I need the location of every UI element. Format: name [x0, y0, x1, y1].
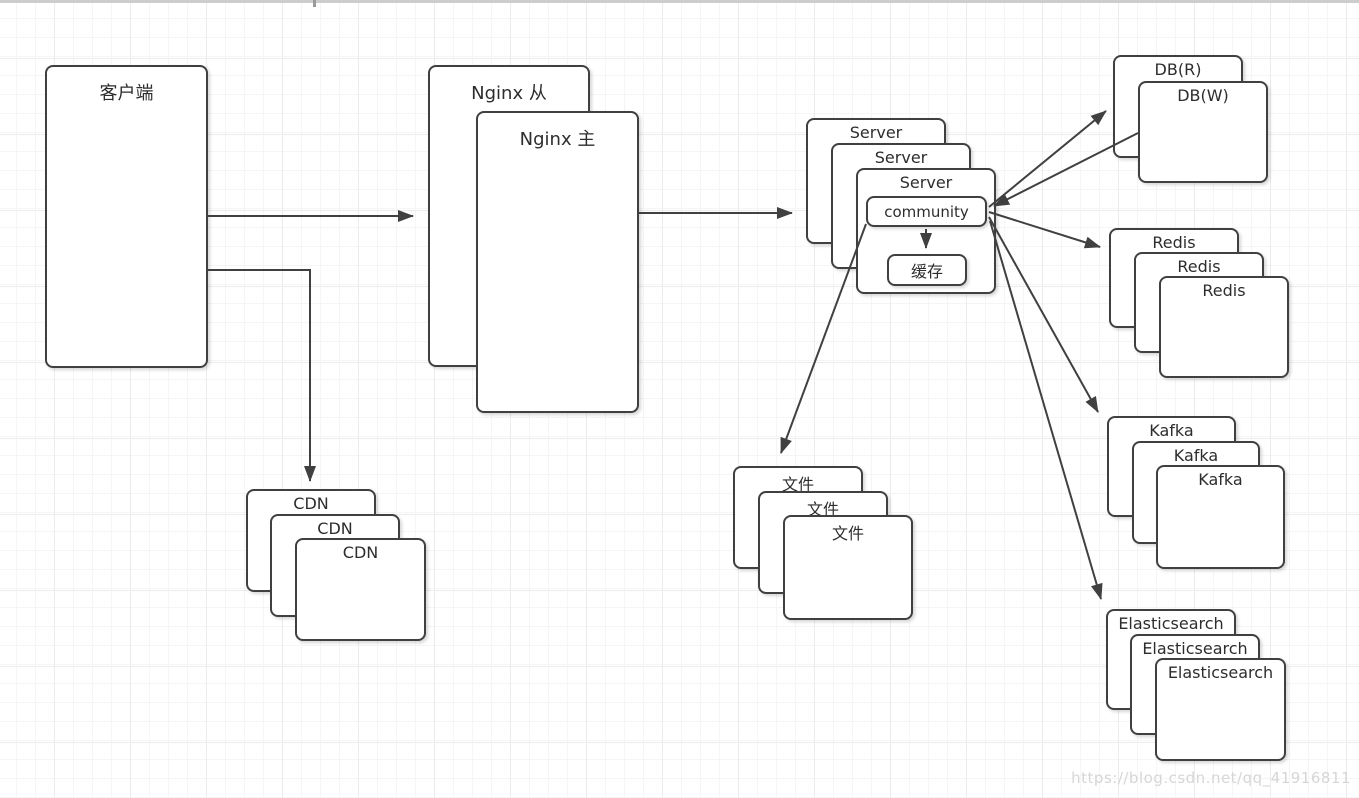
cdn-node-3: CDN — [295, 538, 426, 641]
kafka-node-3: Kafka — [1156, 465, 1285, 569]
redis-node-2-label: Redis — [1177, 257, 1221, 276]
server-node-2-label: Server — [874, 148, 928, 167]
kafka-node-3-label: Kafka — [1198, 470, 1243, 489]
redis-node-1-label: Redis — [1152, 233, 1196, 252]
elasticsearch-node-2-label: Elasticsearch — [1142, 639, 1248, 658]
file-node-1-label: 文件 — [781, 475, 814, 494]
cdn-node-2-label: CDN — [317, 519, 353, 538]
elasticsearch-node-3: Elasticsearch — [1155, 658, 1286, 761]
redis-node-3: Redis — [1159, 276, 1289, 378]
arrow-client-to-cdn — [208, 269, 316, 482]
file-node-2-label: 文件 — [806, 500, 839, 519]
client-node-label: 客户端 — [99, 83, 154, 104]
arrow-community-to-db-read — [988, 110, 1107, 208]
canvas-top-tick — [313, 0, 316, 7]
redis-node-3-label: Redis — [1202, 281, 1246, 300]
db-write-node: DB(W) — [1138, 81, 1268, 183]
server-node-1-label: Server — [849, 123, 903, 142]
watermark-text: https://blog.csdn.net/qq_41916811 — [1071, 769, 1351, 787]
arrow-community-to-redis — [988, 211, 1101, 249]
db-write-node-label: DB(W) — [1177, 86, 1229, 105]
community-node-label: community — [884, 202, 969, 221]
cdn-node-3-label: CDN — [342, 543, 379, 562]
db-read-node-label: DB(R) — [1154, 60, 1202, 79]
arrow-community-to-kafka — [988, 216, 1099, 413]
elasticsearch-node-1-label: Elasticsearch — [1118, 614, 1224, 633]
nginx-master-node: Nginx 主 — [476, 111, 639, 413]
canvas-top-edge — [0, 0, 1359, 3]
arrow-community-to-elasticsearch — [989, 220, 1103, 600]
server-node-3-label: Server — [899, 173, 953, 192]
client-node: 客户端 — [45, 65, 208, 368]
file-node-3-label: 文件 — [831, 524, 864, 543]
nginx-master-node-label: Nginx 主 — [519, 129, 596, 150]
nginx-slave-node-label: Nginx 从 — [471, 83, 547, 104]
file-node-3: 文件 — [783, 515, 913, 620]
cache-node: 缓存 — [887, 254, 967, 286]
kafka-node-1-label: Kafka — [1149, 421, 1194, 440]
cache-node-label: 缓存 — [910, 262, 943, 281]
kafka-node-2-label: Kafka — [1173, 446, 1219, 465]
community-node: community — [866, 196, 987, 227]
cdn-node-1-label: CDN — [293, 494, 329, 513]
elasticsearch-node-3-label: Elasticsearch — [1167, 663, 1274, 682]
